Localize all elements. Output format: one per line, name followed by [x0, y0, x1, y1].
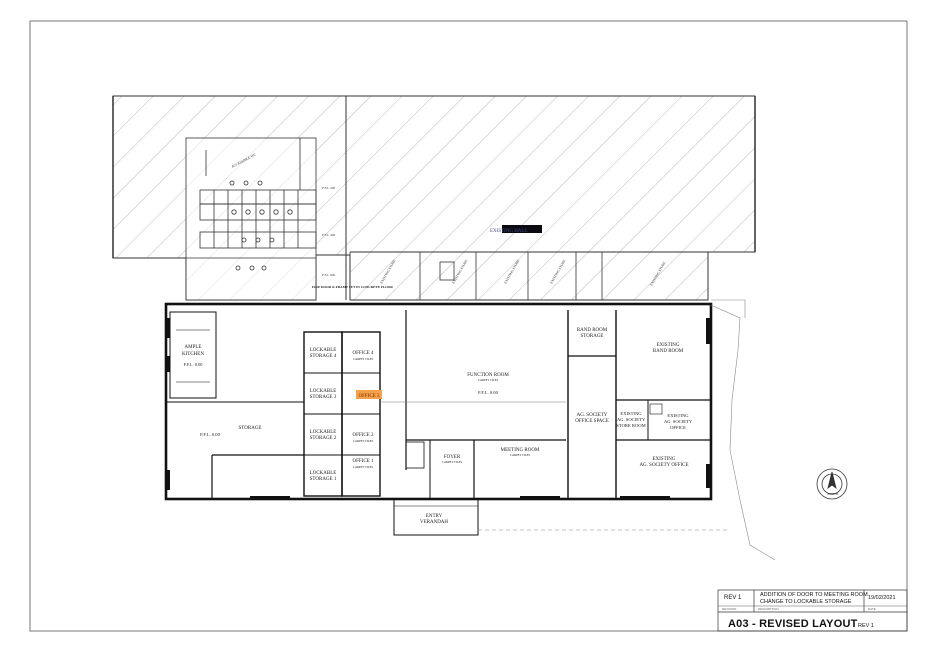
drawing-title: A03 - REVISED LAYOUT — [728, 618, 858, 630]
band-storage-label-line2: STORAGE — [581, 334, 604, 339]
rev-description-line1: ADDITION OF DOOR TO MEETING ROOM — [760, 592, 868, 598]
drawing-rev: REV 1 — [858, 623, 874, 629]
office-1-label: OFFICE 1 — [353, 459, 374, 464]
band-storage-label-line1: BAND ROOM — [577, 328, 608, 333]
function-room-finish: CARPET TILES — [478, 378, 499, 382]
entry-verandah — [393, 498, 479, 536]
foyer-label: FOYER — [444, 455, 461, 460]
main-building-walls — [164, 302, 713, 501]
office-4-label: OFFICE 4 — [353, 351, 374, 356]
lockable-3-label-line2: STORAGE 3 — [310, 395, 337, 400]
ag-space-label-line1: AG. SOCIETY — [577, 413, 608, 418]
redaction-bar — [502, 225, 542, 233]
window-marks — [166, 318, 710, 500]
sheet-border — [29, 20, 908, 632]
rev-date: 19/02/2021 — [868, 595, 896, 601]
ag-store-label-line3: STORE ROOM — [616, 423, 645, 428]
ffl-200-label: F.F.L 200 — [322, 186, 335, 190]
meeting-room-label: MEETING ROOM — [501, 448, 540, 453]
existing-stores-strip — [349, 252, 709, 301]
col-description: DESCRIPTION — [758, 607, 779, 611]
function-room-label: FUNCTION ROOM — [467, 373, 509, 378]
ag-space-label-line2: OFFICE SPACE — [575, 419, 609, 424]
existing-band-label-line2: BAND ROOM — [653, 349, 684, 354]
office-2-finish: CARPET TILES — [353, 439, 374, 443]
lockable-1-label-line2: STORAGE 1 — [310, 477, 337, 482]
ag-office2-label-line2: AG. SOCIETY OFFICE — [639, 463, 688, 468]
entry-label-line2: VERANDAH — [420, 520, 448, 525]
title-block — [717, 589, 908, 632]
foyer-finish: CARPET TILES — [442, 460, 463, 464]
lockable-4-label-line1: LOCKABLE — [310, 348, 337, 353]
ffl-600-label: F.F.L 600 — [322, 273, 335, 277]
site-boundary — [478, 299, 776, 561]
ag-office-label-line1: EXISTING — [667, 413, 689, 418]
office-1-finish: CARPET TILES — [353, 465, 374, 469]
north-arrow — [816, 468, 848, 500]
lockable-2-label-line2: STORAGE 2 — [310, 436, 337, 441]
ag-store-label-line2: AG. SOCIETY — [617, 417, 646, 422]
kitchen-label-line1: AMPLE — [185, 345, 202, 350]
office-3-highlight — [356, 390, 382, 399]
ag-office-label-line3: OFFICE — [670, 425, 686, 430]
rev-description-line2: CHANGE TO LOCKABLE STORAGE — [760, 599, 852, 605]
kitchen-label-line2: KITCHEN — [182, 352, 204, 357]
kitchen-ffl: F.F.L. 0.00 — [184, 362, 204, 367]
toilet-block — [185, 137, 317, 301]
lockable-4-label-line2: STORAGE 4 — [310, 354, 337, 359]
lockable-2-label-line1: LOCKABLE — [310, 430, 337, 435]
ag-office-label-line2: AG. SOCIETY — [664, 419, 693, 424]
office-3-label: OFFICE 3 — [359, 394, 380, 399]
storage-label: STORAGE — [239, 426, 262, 431]
function-room-ffl: F.F.L. 0.00 — [478, 390, 499, 395]
existing-band-label-line1: EXISTING — [656, 343, 679, 348]
office-4-finish: CARPET TILES — [353, 357, 374, 361]
rev-code: REV 1 — [724, 595, 742, 601]
fire-door-note: FIRE DOOR & FRAME SET IN CONCRETE FLOOR — [312, 285, 393, 289]
ffl-400-label: F.F.L 400 — [322, 233, 335, 237]
col-revision: REVISION — [722, 607, 737, 611]
existing-hall-label: EXISTING HALL — [490, 229, 528, 234]
storage-ffl: F.F.L. 0.00 — [200, 432, 221, 437]
office-2-label: OFFICE 2 — [353, 433, 374, 438]
north-label: NORTH — [827, 492, 839, 496]
lockable-1-label-line1: LOCKABLE — [310, 471, 337, 476]
meeting-room-finish: CARPET TILES — [510, 453, 531, 457]
ag-office2-label-line1: EXISTING — [652, 457, 675, 462]
room-labels: AMPLE KITCHEN F.F.L. 0.00 LOCKABLE STORA… — [182, 328, 693, 525]
col-date: DATE — [868, 607, 876, 611]
lockable-3-label-line1: LOCKABLE — [310, 389, 337, 394]
entry-label-line1: ENTRY — [426, 514, 443, 519]
ag-store-label-line1: EXISTING — [620, 411, 642, 416]
